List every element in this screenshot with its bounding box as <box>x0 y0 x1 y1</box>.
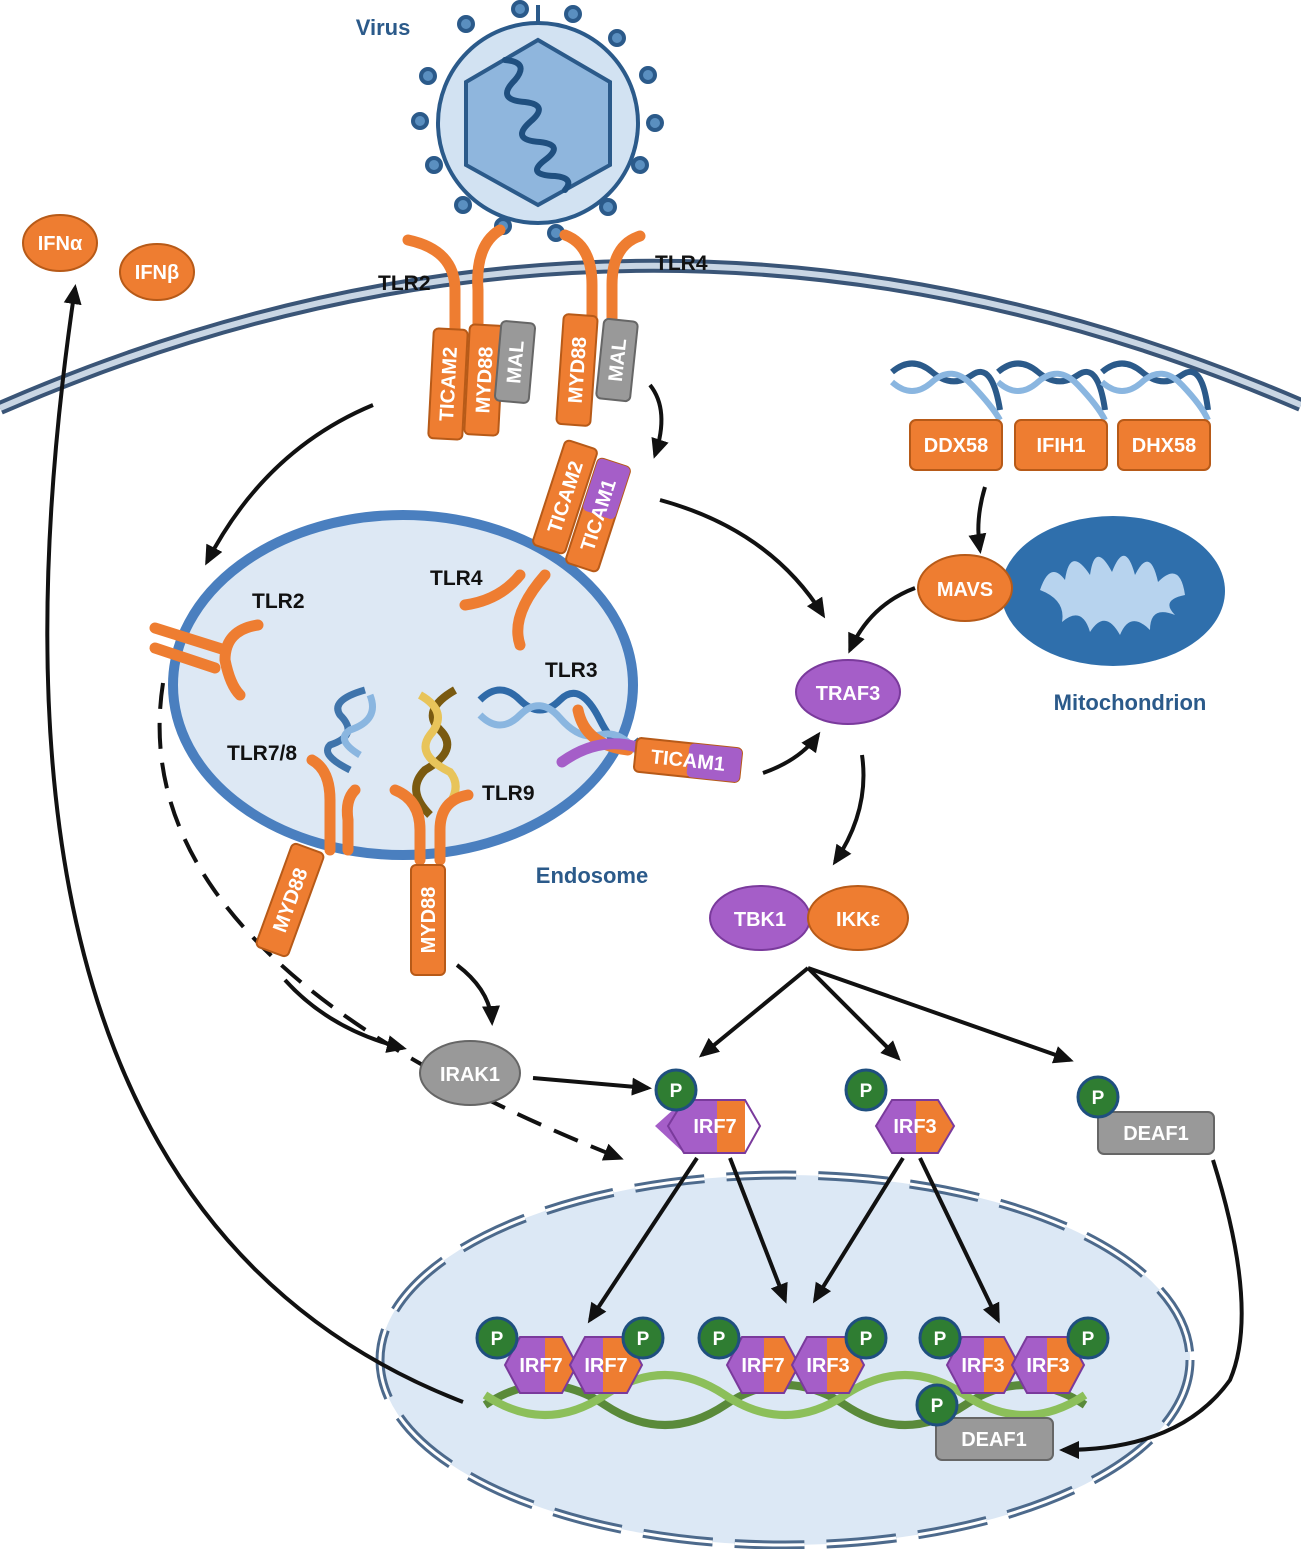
endosome-label: Endosome <box>536 863 648 888</box>
tlr78-label: TLR7/8 <box>227 742 297 765</box>
svg-text:IRF3: IRF3 <box>1026 1355 1069 1377</box>
cytosolic-rna <box>889 360 1211 422</box>
phosphate-nuclear-3: P <box>697 1316 741 1360</box>
endosome-dna-tlr9 <box>412 686 460 818</box>
receptor-shapes <box>149 224 646 866</box>
irf7-nuclear-1: IRF7 <box>503 1336 579 1394</box>
svg-text:IFIH1: IFIH1 <box>1037 435 1086 457</box>
ifna-protein: IFNα <box>22 214 98 272</box>
myd88-tlr9: MYD88 <box>410 864 446 976</box>
cell-membrane <box>0 258 1301 415</box>
endosome-rna-tlr78 <box>324 686 376 774</box>
deaf1-cytoplasm: DEAF1 <box>1097 1111 1215 1155</box>
myd88-tlr78: MYD88 <box>255 842 325 958</box>
tlr9-label: TLR9 <box>482 782 535 805</box>
tlr4-endosome-label: TLR4 <box>430 567 483 590</box>
svg-text:DEAF1: DEAF1 <box>961 1429 1027 1451</box>
ikke-protein: IKKε <box>807 885 909 951</box>
svg-text:P: P <box>670 1081 683 1102</box>
svg-text:IRF7: IRF7 <box>519 1355 562 1377</box>
svg-text:IRF3: IRF3 <box>961 1355 1004 1377</box>
phosphate-irf7-cytoplasm: P <box>654 1068 698 1112</box>
svg-text:DHX58: DHX58 <box>1132 435 1196 457</box>
traf3-protein: TRAF3 <box>795 659 901 725</box>
irf7-nuclear-3: IRF7 <box>725 1336 801 1394</box>
svg-text:DDX58: DDX58 <box>924 435 988 457</box>
svg-text:TRAF3: TRAF3 <box>816 683 880 705</box>
svg-text:IRAK1: IRAK1 <box>440 1064 500 1086</box>
phosphate-nuclear-2: P <box>621 1316 665 1360</box>
deaf1-nucleus: DEAF1 <box>935 1417 1054 1461</box>
ifnb-protein: IFNβ <box>119 243 195 301</box>
myd88-surface-tlr4: MYD88 <box>555 313 599 427</box>
svg-text:IRF3: IRF3 <box>893 1116 936 1138</box>
svg-text:P: P <box>860 1329 873 1350</box>
svg-text:IRF7: IRF7 <box>693 1116 736 1138</box>
mal-surface-tlr4: MAL <box>595 317 639 403</box>
endosome <box>168 510 638 860</box>
irf3-cytoplasm: IRF3 <box>874 1099 956 1154</box>
dhx58-box: DHX58 <box>1117 419 1211 471</box>
phosphate-deaf1-nuclear: P <box>915 1383 959 1427</box>
ddx58-box: DDX58 <box>909 419 1003 471</box>
svg-text:IKKε: IKKε <box>836 909 880 931</box>
svg-text:DEAF1: DEAF1 <box>1123 1123 1189 1145</box>
phosphate-nuclear-1: P <box>475 1316 519 1360</box>
svg-text:P: P <box>491 1329 504 1350</box>
svg-text:MAVS: MAVS <box>937 579 993 601</box>
svg-text:P: P <box>637 1329 650 1350</box>
svg-text:MYD88: MYD88 <box>565 336 592 404</box>
svg-text:TICAM2: TICAM2 <box>436 346 462 422</box>
svg-text:P: P <box>931 1396 944 1417</box>
tlr2-endosome-label: TLR2 <box>252 590 305 613</box>
phosphate-deaf1-cytoplasm: P <box>1076 1075 1120 1119</box>
svg-text:IRF7: IRF7 <box>584 1355 627 1377</box>
ticam2-surface: TICAM2 <box>427 327 469 441</box>
svg-text:TBK1: TBK1 <box>734 909 786 931</box>
irak1-protein: IRAK1 <box>419 1040 521 1106</box>
svg-text:P: P <box>1092 1088 1105 1109</box>
myd88-surface-tlr2: MYD88 <box>463 323 505 437</box>
svg-text:MYD88: MYD88 <box>418 887 440 954</box>
endosome-dsrna-tlr3 <box>477 686 643 758</box>
virus <box>411 0 664 242</box>
svg-text:IFNα: IFNα <box>38 233 83 255</box>
tbk1-protein: TBK1 <box>709 885 811 951</box>
svg-text:P: P <box>934 1329 947 1350</box>
mal-surface-tlr2: MAL <box>493 320 537 404</box>
mitochondrion-label: Mitochondrion <box>1054 690 1207 715</box>
ticam1-tlr3: TICAM1 <box>633 737 743 783</box>
svg-text:MYD88: MYD88 <box>472 346 497 414</box>
ifih1-box: IFIH1 <box>1014 419 1108 471</box>
phosphate-nuclear-6: P <box>1066 1316 1110 1360</box>
phosphate-nuclear-4: P <box>844 1316 888 1360</box>
ticam1-tail <box>556 738 646 768</box>
tlr3-label: TLR3 <box>545 659 598 682</box>
svg-text:IRF3: IRF3 <box>806 1355 849 1377</box>
svg-text:P: P <box>1082 1329 1095 1350</box>
svg-text:MAL: MAL <box>605 337 631 382</box>
tlr4-surface-label: TLR4 <box>655 252 708 275</box>
irf7-cytoplasm: IRF7 <box>655 1099 762 1154</box>
svg-text:IRF7: IRF7 <box>741 1355 784 1377</box>
tlr2-surface-label: TLR2 <box>378 272 431 295</box>
svg-text:P: P <box>860 1081 873 1102</box>
mavs-protein: MAVS <box>917 554 1013 622</box>
phosphate-nuclear-5: P <box>918 1316 962 1360</box>
phosphate-irf3-cytoplasm: P <box>844 1068 888 1112</box>
mitochondrion <box>1001 516 1225 666</box>
irf3-nuclear-3: IRF3 <box>1010 1336 1086 1394</box>
virus-label: Virus <box>356 15 411 40</box>
svg-text:IFNβ: IFNβ <box>135 262 179 284</box>
svg-text:P: P <box>713 1329 726 1350</box>
svg-text:MAL: MAL <box>503 340 529 385</box>
